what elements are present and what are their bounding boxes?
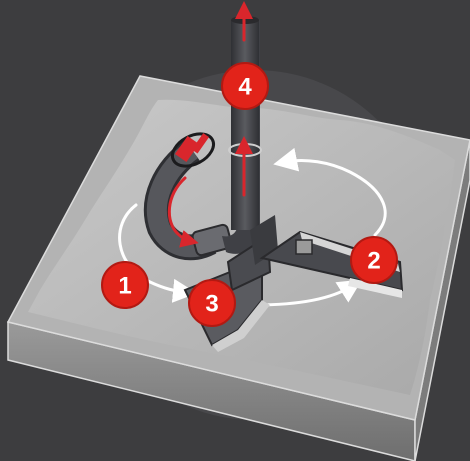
badge-1-label: 1 <box>118 273 131 300</box>
badge-2: 2 <box>351 237 397 283</box>
badge-4-label: 4 <box>238 74 252 101</box>
badge-4: 4 <box>222 63 268 109</box>
badge-2-label: 2 <box>367 248 380 275</box>
arm-bracket <box>296 240 312 254</box>
badge-3: 3 <box>189 280 235 326</box>
badge-1: 1 <box>102 262 148 308</box>
badge-3-label: 3 <box>205 291 218 318</box>
